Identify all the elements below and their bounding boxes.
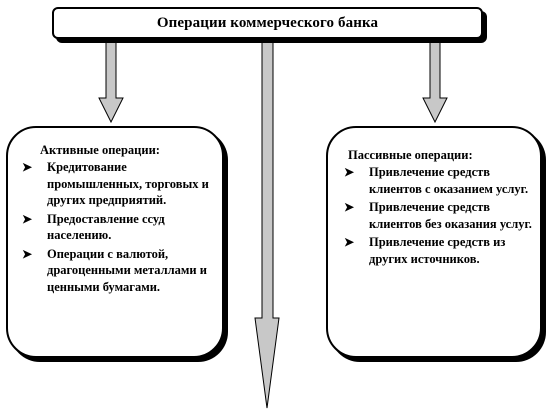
list-item: ➤Операции с валютой, драгоценными металл… <box>22 246 207 294</box>
list-item: ➤Привлечение средств из других источнико… <box>344 235 506 266</box>
diagram-title: Операции коммерческого банка <box>156 14 379 31</box>
active-operations-list: ➤Кредитование промышленных, торговых и д… <box>22 159 218 297</box>
arrow-bullet-icon: ➤ <box>344 200 355 214</box>
list-item: ➤Кредитование промышленных, торговых и д… <box>22 160 209 207</box>
list-item: ➤Привлечение средств клиентов с оказание… <box>344 165 529 196</box>
title-box: Операции коммерческого банка <box>52 7 483 39</box>
arrow-to-active <box>98 38 124 124</box>
active-operations-box: Активные операции: ➤Кредитование промышл… <box>6 126 224 358</box>
arrow-bullet-icon: ➤ <box>344 235 355 249</box>
passive-operations-list: ➤Привлечение средств клиентов с оказание… <box>344 164 536 269</box>
list-item: ➤Предоставление ссуд населению. <box>22 211 165 243</box>
arrow-bullet-icon: ➤ <box>22 246 33 261</box>
arrow-center <box>254 38 280 409</box>
passive-operations-box: Пассивные операции: ➤Привлечение средств… <box>326 126 542 358</box>
active-operations-heading: Активные операции: <box>40 143 160 157</box>
arrow-bullet-icon: ➤ <box>22 211 33 226</box>
arrow-bullet-icon: ➤ <box>344 165 355 179</box>
arrow-to-passive <box>422 38 448 124</box>
passive-operations-heading: Пассивные операции: <box>348 148 473 162</box>
list-item: ➤Привлечение средств клиентов без оказан… <box>344 200 532 231</box>
arrow-bullet-icon: ➤ <box>22 160 33 174</box>
